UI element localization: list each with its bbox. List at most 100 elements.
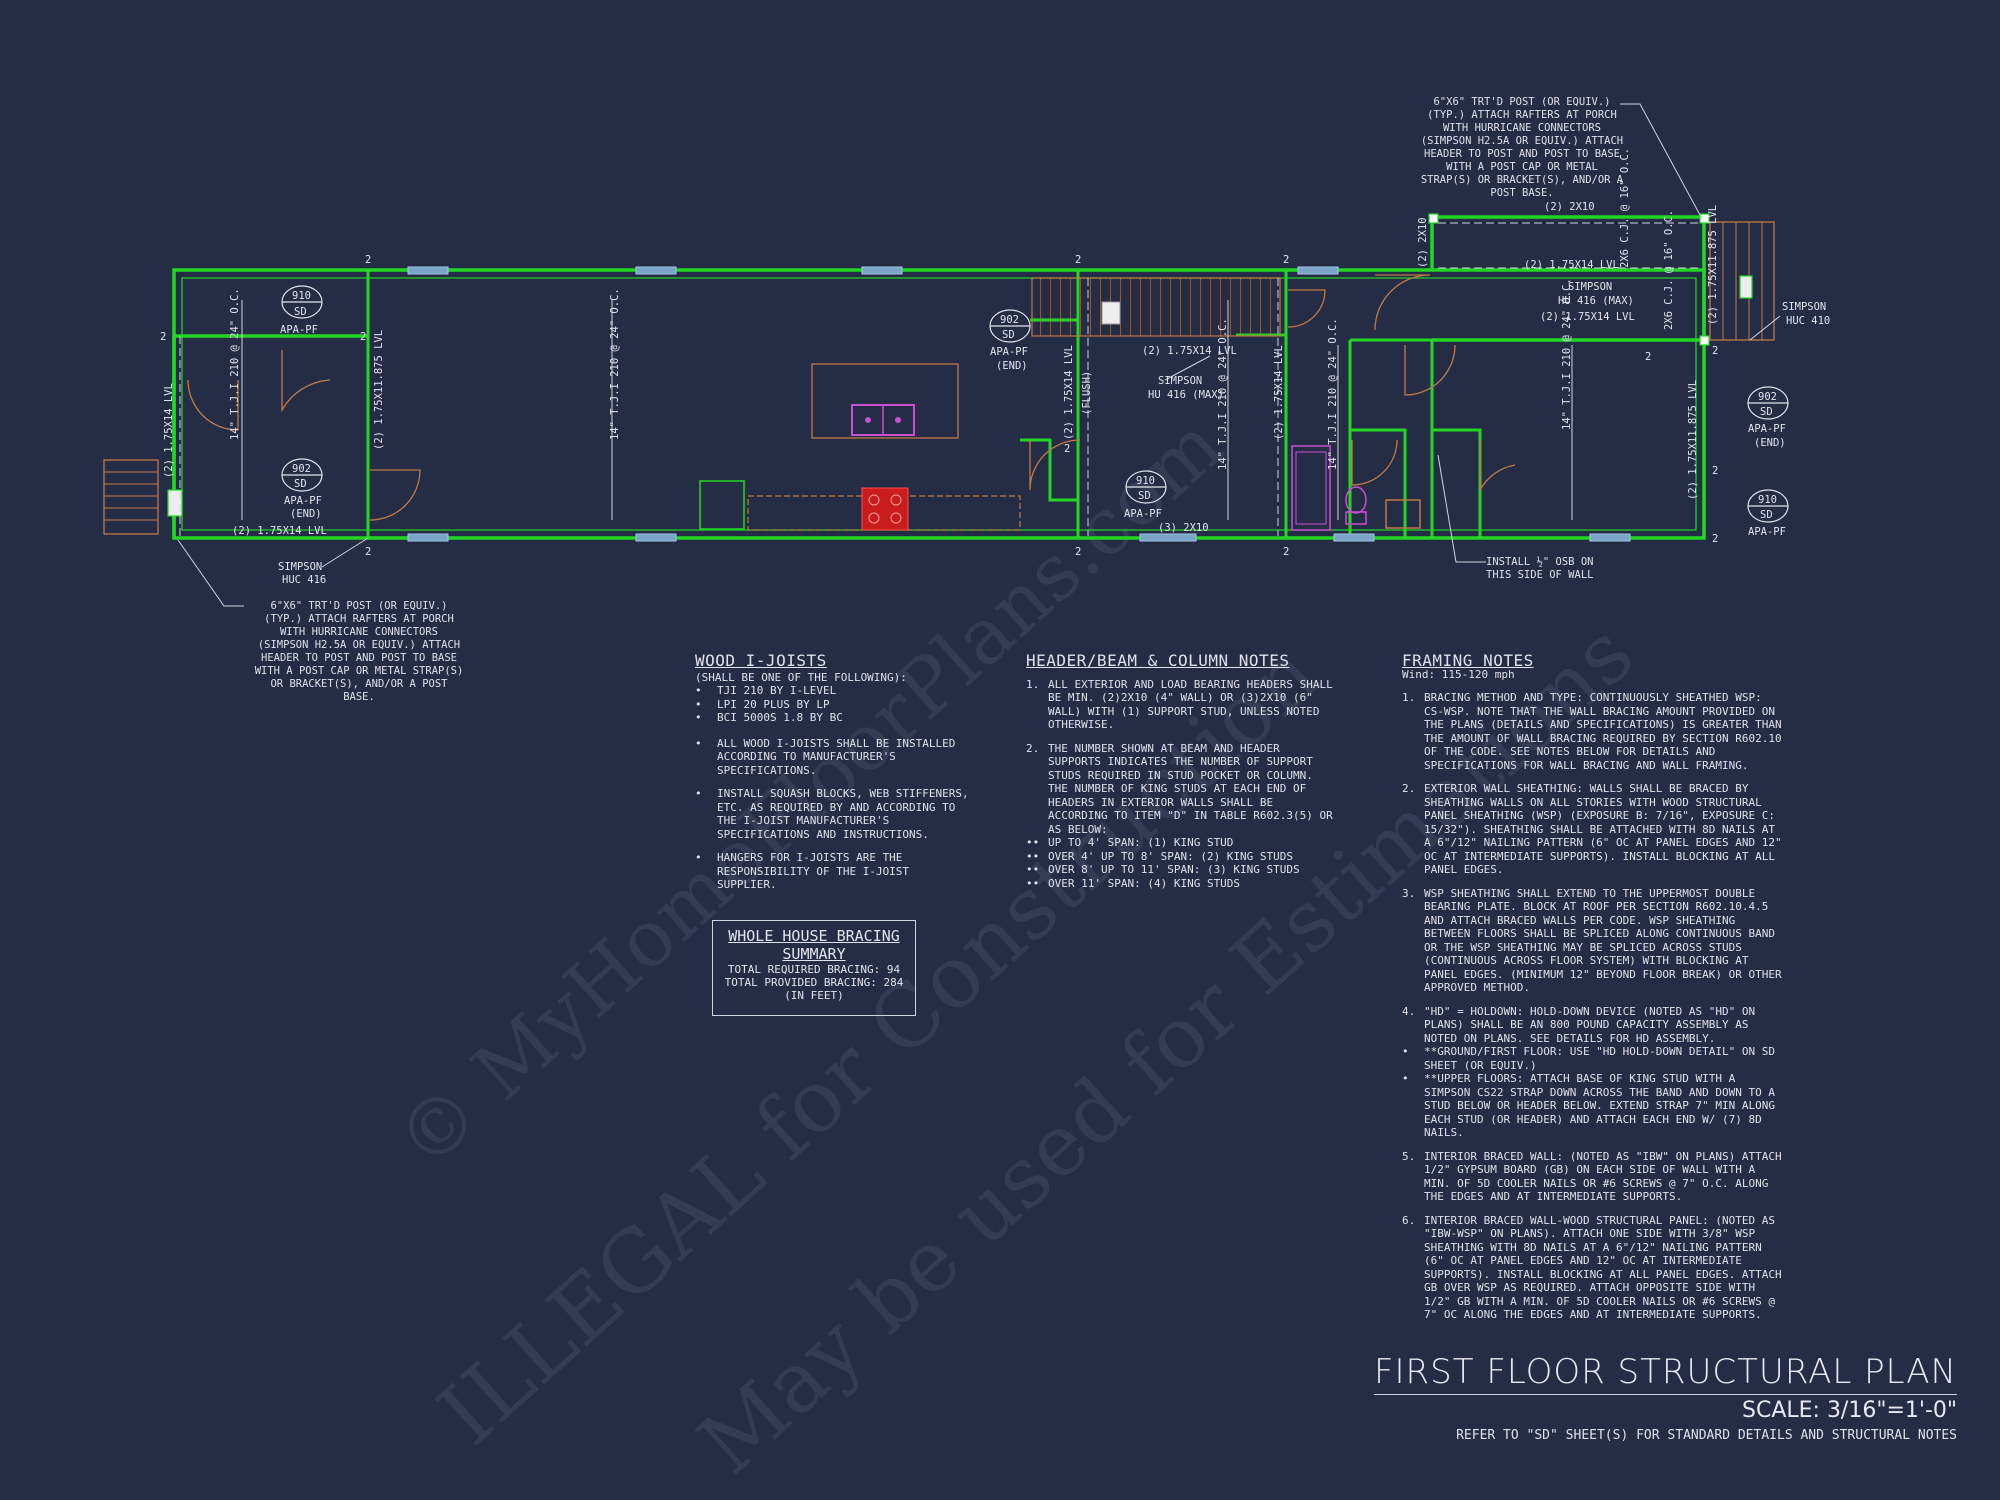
label-tji-bath: 14" T.J.I 210 @ 24" O.C. [1327, 318, 1339, 470]
label-huc410: HUC 410 [1786, 315, 1830, 327]
stud-count: 2 [1645, 351, 1651, 363]
osb-callout: INSTALL ½" OSB ON THIS SIDE OF WALL [1486, 556, 1594, 581]
header-note: 1.ALL EXTERIOR AND LOAD BEARING HEADERS … [1026, 677, 1333, 732]
label-910-right: 910 [1758, 494, 1777, 506]
bracing-provided: TOTAL PROVIDED BRACING: 284 [724, 976, 904, 989]
framing-notes-heading: FRAMING NOTES [1402, 651, 1534, 670]
label-lvl-rear-2: (2) 1.75x14 LVL [1540, 311, 1635, 323]
joist-note: •HANGERS FOR I-JOISTS ARE THE RESPONSIBI… [695, 851, 910, 891]
label-lvl-left-bottom: (2) 1.75x14 LVL [232, 525, 327, 537]
framing-note: 4."HD" = HOLDOWN: HOLD-DOWN DEVICE (NOTE… [1402, 1004, 1756, 1045]
label-910-left: 910 [292, 290, 311, 302]
span-rule: ••UP TO 4' SPAN: (1) KING STUD [1026, 836, 1234, 849]
label-lvl-rear: (2) 1.75x14 LVL [1524, 259, 1619, 271]
bracing-summary: WHOLE HOUSE BRACING SUMMARY TOTAL REQUIR… [712, 920, 916, 1016]
label-902-right: 902 [1758, 391, 1777, 403]
label-simpson-hu-right: SIMPSON [1568, 281, 1612, 293]
label-lvl-left-wall: (2) 1.75x11.875 LVL [373, 330, 385, 450]
stud-count: 2 [1712, 465, 1718, 477]
label-3-2x10: (3) 2x10 [1158, 522, 1209, 534]
label-simpson-huc-left: SIMPSON [278, 561, 322, 573]
label-simpson-huc-right: SIMPSON [1782, 301, 1826, 313]
holdown-bullet: •**UPPER FLOORS: ATTACH BASE OF KING STU… [1402, 1072, 1775, 1139]
label-hu416-center: HU 416 (MAX) [1148, 389, 1224, 401]
label-902-center: 902 [1000, 314, 1019, 326]
header-note: 2.THE NUMBER SHOWN AT BEAM AND HEADER SU… [1026, 741, 1333, 836]
framing-notes: FRAMING NOTES Wind: 115-120 mph 1.BRACIN… [1402, 651, 1786, 1332]
interior-walls [366, 270, 1704, 538]
label-end-right: (END) [1754, 437, 1786, 449]
label-2x6-2: 2x6 C.J. @ 16" O.C. [1663, 210, 1675, 330]
stud-count: 2 [1075, 254, 1081, 266]
span-rule: ••OVER 4' UP TO 8' SPAN: (2) KING STUDS [1026, 849, 1294, 863]
wood-i-joists-sub: (SHALL BE ONE OF THE FOLLOWING): [695, 670, 907, 684]
label-tji-center: 14" T.J.I 210 @ 24" O.C. [609, 288, 621, 440]
label-sd-right-2: SD [1760, 509, 1773, 521]
header-beam-notes: HEADER/BEAM & COLUMN NOTES 1.ALL EXTERIO… [1026, 651, 1334, 890]
label-tji-left: 14" T.J.I 210 @ 24" O.C. [229, 288, 241, 440]
detail-markers [281, 285, 1789, 523]
label-sd-left: SD [294, 306, 307, 318]
stud-count: 2 [1064, 443, 1070, 455]
bracing-summary-title: WHOLE HOUSE BRACING SUMMARY [728, 927, 900, 963]
header-beam-heading: HEADER/BEAM & COLUMN NOTES [1026, 651, 1290, 670]
stud-count: 2 [1712, 533, 1718, 545]
framing-note: 6.INTERIOR BRACED WALL-WOOD STRUCTURAL P… [1402, 1213, 1782, 1322]
refer-note: REFER TO "SD" SHEET(S) FOR STANDARD DETA… [1456, 1428, 1957, 1443]
label-apa-pf-center-2: APA-PF [1124, 508, 1162, 520]
label-end-center: (END) [996, 360, 1028, 372]
label-apa-pf-center: APA-PF [990, 346, 1028, 358]
label-huc416: HUC 416 [282, 574, 326, 586]
label-2x6-1: 2x6 C.J. @ 16" O.C. [1619, 148, 1631, 268]
center-stairs [1031, 277, 1281, 337]
label-2-2x10-top: (2) 2x10 [1544, 201, 1595, 213]
label-end-left: (END) [290, 508, 322, 520]
joist-arrows [241, 300, 1573, 520]
label-tji-mid: 14" T.J.I 210 @ 24" O.C. [1217, 318, 1229, 470]
label-flush: (FLUSH) [1081, 371, 1093, 415]
framing-wind: Wind: 115-120 mph [1402, 667, 1515, 681]
label-lvl-stair: (2) 1.75x14 LVL [1142, 345, 1237, 357]
bracing-unit: (IN FEET) [784, 989, 844, 1002]
post-callout-bottom: 6"x6" TRT'D POST (OR EQUIV.) (TYP.) ATTA… [254, 600, 464, 703]
left-porch-stairs [103, 459, 159, 535]
label-apa-pf-right-2: APA-PF [1748, 526, 1786, 538]
framing-note: 3.WSP SHEATHING SHALL EXTEND TO THE UPPE… [1402, 886, 1782, 995]
stud-count: 2 [365, 546, 371, 558]
joist-option: •TJI 210 BY I-LEVEL [695, 684, 837, 697]
label-lvl-1286: (2) 1.75x14 LVL [1273, 345, 1285, 440]
label-apa-pf-end-left: APA-PF [284, 495, 322, 507]
label-apa-pf-right: APA-PF [1748, 423, 1786, 435]
joist-note: •ALL WOOD I-JOISTS SHALL BE INSTALLED AC… [695, 736, 956, 777]
joist-option: •LPI 20 PLUS BY LP [695, 697, 830, 711]
sheet-scale: SCALE: 3/16"=1'-0" [1742, 1398, 1957, 1423]
bracing-required: TOTAL REQUIRED BRACING: 94 [727, 963, 901, 976]
joist-note: •INSTALL SQUASH BLOCKS, WEB STIFFENERS, … [695, 787, 969, 841]
beam-lines [179, 222, 1700, 536]
span-rule: ••OVER 11' SPAN: (4) KING STUDS [1026, 876, 1241, 890]
exterior-walls [172, 215, 1706, 540]
wood-i-joists-heading: WOOD I-JOISTS [695, 651, 827, 670]
label-tji-right: 14" T.J.I 210 @ 24" O.C. [1561, 278, 1573, 430]
stud-count: 2 [160, 331, 166, 343]
label-lvl-right: (2) 1.75x11.875 LVL [1687, 380, 1699, 500]
stud-count: 2 [1283, 546, 1289, 558]
stud-count: 2 [1283, 254, 1289, 266]
leader-lines [177, 103, 1781, 607]
label-apa-pf-left: APA-PF [280, 324, 318, 336]
holdown-bullet: •**GROUND/FIRST FLOOR: USE "HD HOLD-DOWN… [1402, 1045, 1775, 1072]
floor-plan: 910 SD APA-PF 902 SD APA-PF (END) (2) 1.… [103, 103, 1830, 607]
joist-option: •BCI 5000s 1.8 BY BC [695, 711, 843, 724]
label-sd-center: SD [1002, 329, 1015, 341]
label-2-2x10-side: (2) 2x10 [1417, 217, 1429, 268]
label-hu416-right: HU 416 (MAX) [1558, 295, 1634, 307]
framing-note: 2.EXTERIOR WALL SHEATHING: WALLS SHALL B… [1402, 782, 1782, 876]
doors [187, 274, 1516, 521]
label-simpson-hu-center: SIMPSON [1158, 375, 1202, 387]
stud-count: 2 [365, 254, 371, 266]
label-sd-center-2: SD [1138, 490, 1151, 502]
stud-count: 2 [1712, 345, 1718, 357]
sheet-title: FIRST FLOOR STRUCTURAL PLAN [1373, 1352, 1957, 1395]
wood-i-joists-notes: WOOD I-JOISTS (SHALL BE ONE OF THE FOLLO… [695, 651, 975, 902]
stud-count: 2 [360, 331, 366, 343]
